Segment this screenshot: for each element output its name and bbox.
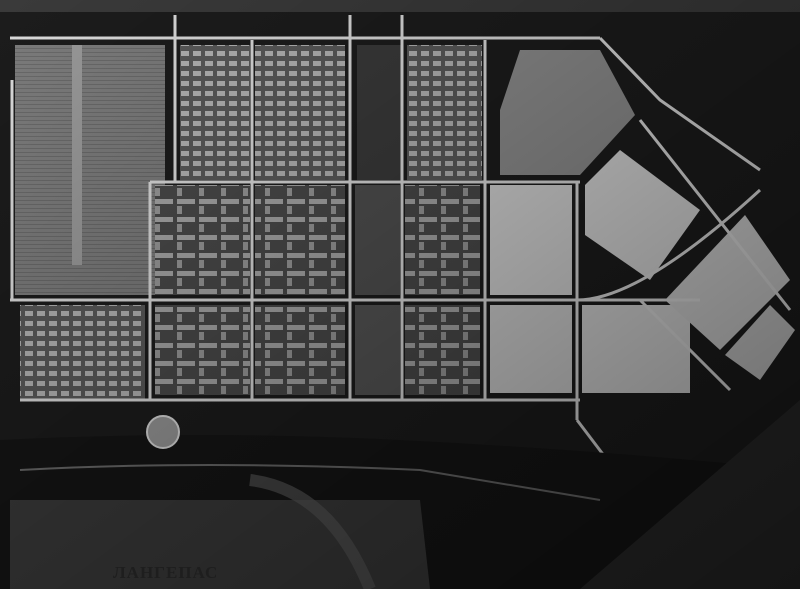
plan-title: ЛАНГЕПАС [113, 563, 219, 582]
